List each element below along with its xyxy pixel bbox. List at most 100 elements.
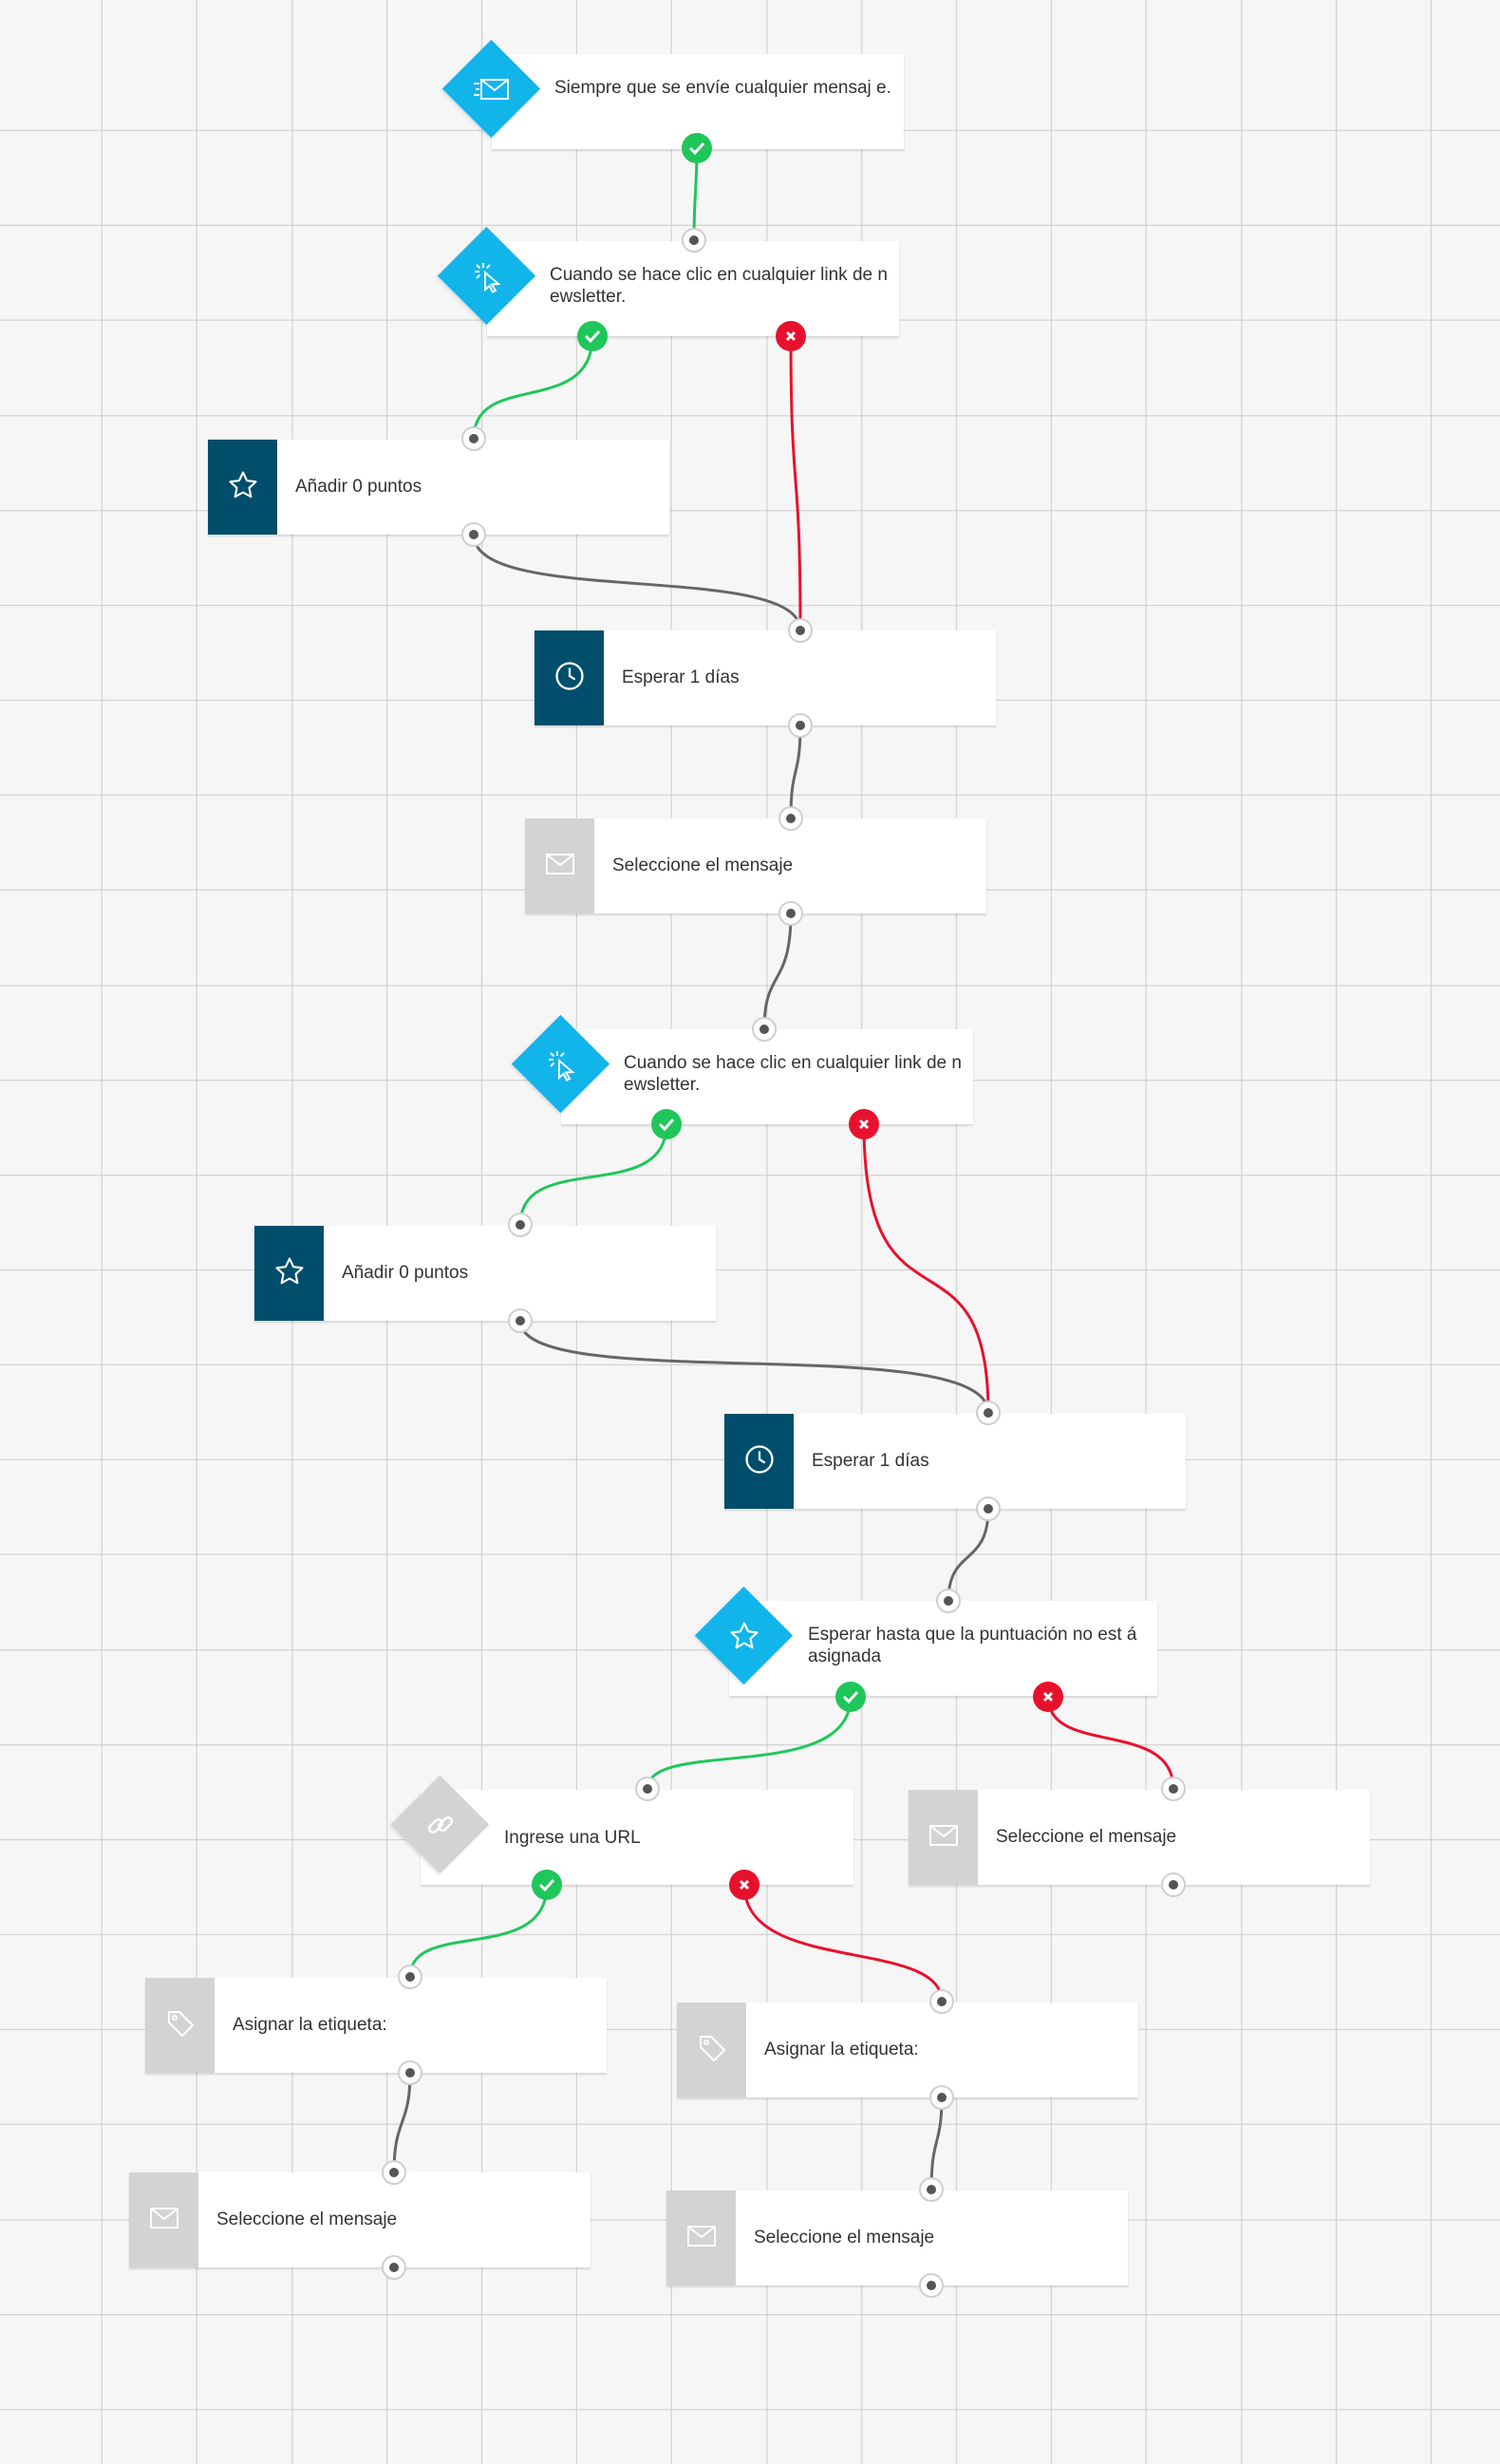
port-n7-in[interactable] (508, 1213, 533, 1237)
action-tile (724, 1414, 794, 1509)
action-card-add-points-2[interactable]: Añadir 0 puntos (254, 1226, 716, 1321)
port-n13-in[interactable] (929, 1989, 954, 2014)
port-n5-out[interactable] (778, 901, 803, 926)
node-label: Cuando se hace clic en cualquier link de… (550, 265, 888, 307)
port-n14-in[interactable] (382, 2160, 406, 2185)
condition-card-newsletter-click-2[interactable]: Cuando se hace clic en cualquier link de… (561, 1029, 973, 1124)
connector-default-path (929, 2097, 944, 2191)
tag-icon (697, 2033, 727, 2068)
node-label: Seleccione el mensaje (612, 856, 794, 875)
port-n15-in[interactable] (919, 2177, 944, 2202)
yes-branch-check-icon[interactable] (835, 1682, 866, 1712)
action-tile (534, 630, 604, 725)
yes-branch-check-icon[interactable] (651, 1109, 682, 1139)
mail-icon (545, 853, 575, 880)
connector-no-path (1046, 1696, 1175, 1790)
node-label: Ingrese una URL (504, 1827, 641, 1848)
action-card-select-message-4[interactable]: Seleccione el mensaje (666, 2191, 1128, 2285)
mail-icon (686, 2225, 717, 2252)
port-n7-out[interactable] (508, 1308, 533, 1333)
click-cursor-icon (438, 227, 536, 326)
node-label: Añadir 0 puntos (342, 1263, 469, 1283)
connector-yes-path (646, 1696, 853, 1790)
node-label: Esperar hasta que la puntuación no est á… (808, 1625, 1137, 1666)
port-n10-in[interactable] (635, 1777, 660, 1801)
node-label: Añadir 0 puntos (295, 477, 422, 497)
yes-branch-check-icon[interactable] (682, 133, 712, 163)
connector-default-path (947, 1508, 990, 1602)
action-tile (666, 2191, 736, 2285)
node-label: Seleccione el mensaje (754, 2228, 935, 2248)
port-n13-out[interactable] (929, 2085, 954, 2110)
node-label: Asignar la etiqueta: (233, 2015, 387, 2035)
yes-branch-check-icon[interactable] (577, 321, 608, 351)
action-tile (208, 440, 277, 535)
star-icon (695, 1587, 794, 1685)
action-card-select-message-2[interactable]: Seleccione el mensaje (909, 1790, 1370, 1885)
port-n12-out[interactable] (398, 2060, 422, 2085)
yes-branch-check-icon[interactable] (532, 1870, 562, 1900)
no-branch-x-icon[interactable] (729, 1870, 759, 1900)
action-tile (909, 1790, 978, 1885)
port-n11-out[interactable] (1161, 1872, 1186, 1897)
node-label: Seleccione el mensaje (996, 1827, 1177, 1847)
connector-no-path (742, 1884, 944, 2003)
action-card-wait-days[interactable]: Esperar 1 días (534, 630, 996, 725)
port-n3-out[interactable] (461, 522, 486, 547)
action-card-add-points[interactable]: Añadir 0 puntos (208, 440, 669, 535)
action-tile (145, 1978, 215, 2073)
port-n12-in[interactable] (398, 1965, 422, 1989)
connector-default-path (518, 1320, 990, 1414)
connector-default-path (392, 2072, 412, 2173)
action-tile (677, 2003, 746, 2097)
port-n11-in[interactable] (1161, 1777, 1186, 1801)
no-branch-x-icon[interactable] (849, 1109, 879, 1139)
star-icon (227, 469, 259, 506)
connector-yes-path (408, 1884, 549, 1978)
condition-card-enter-url[interactable]: Ingrese una URL (421, 1790, 853, 1885)
node-label: Esperar 1 días (622, 668, 740, 687)
clock-icon (553, 660, 586, 697)
mail-icon (149, 2207, 179, 2234)
action-card-assign-tag-2[interactable]: Asignar la etiqueta: (677, 2003, 1138, 2097)
connector-no-path (862, 1123, 990, 1414)
port-n2-in[interactable] (682, 228, 706, 253)
action-card-select-message-3[interactable]: Seleccione el mensaje (129, 2172, 591, 2267)
action-tile (129, 2172, 198, 2267)
condition-card-newsletter-click[interactable]: Cuando se hace clic en cualquier link de… (487, 241, 899, 336)
connector-no-path (789, 335, 802, 631)
port-n5-in[interactable] (778, 806, 803, 831)
port-n4-out[interactable] (788, 713, 813, 738)
port-n6-in[interactable] (752, 1017, 777, 1042)
tag-icon (165, 2008, 196, 2043)
no-branch-x-icon[interactable] (1033, 1682, 1063, 1712)
mail-icon (928, 1824, 959, 1852)
port-n3-in[interactable] (461, 426, 486, 451)
clock-icon (743, 1443, 776, 1480)
node-label: Cuando se hace clic en cualquier link de… (624, 1053, 962, 1095)
action-tile (525, 818, 594, 913)
no-branch-x-icon[interactable] (776, 321, 806, 351)
condition-card-score-wait[interactable]: Esperar hasta que la puntuación no est á… (729, 1601, 1157, 1696)
connector-default-path (472, 534, 802, 631)
port-n8-in[interactable] (976, 1401, 1001, 1425)
star-icon (273, 1255, 306, 1292)
action-card-select-message[interactable]: Seleccione el mensaje (525, 818, 986, 913)
send-mail-icon (442, 40, 541, 139)
port-n8-out[interactable] (976, 1496, 1001, 1521)
link-icon (391, 1776, 490, 1874)
node-label: Esperar 1 días (812, 1451, 929, 1471)
node-label: Seleccione el mensaje (216, 2210, 398, 2229)
connector-yes-path (472, 335, 594, 440)
port-n15-out[interactable] (919, 2273, 944, 2298)
connector-default-path (762, 912, 793, 1030)
port-n9-in[interactable] (936, 1589, 961, 1613)
node-label: Asignar la etiqueta: (764, 2040, 919, 2060)
action-card-wait-days-2[interactable]: Esperar 1 días (724, 1414, 1186, 1509)
port-n14-out[interactable] (382, 2255, 406, 2280)
connector-default-path (789, 724, 802, 819)
action-card-assign-tag[interactable]: Asignar la etiqueta: (145, 1978, 607, 2073)
port-n4-in[interactable] (788, 618, 813, 643)
action-tile (254, 1226, 324, 1321)
